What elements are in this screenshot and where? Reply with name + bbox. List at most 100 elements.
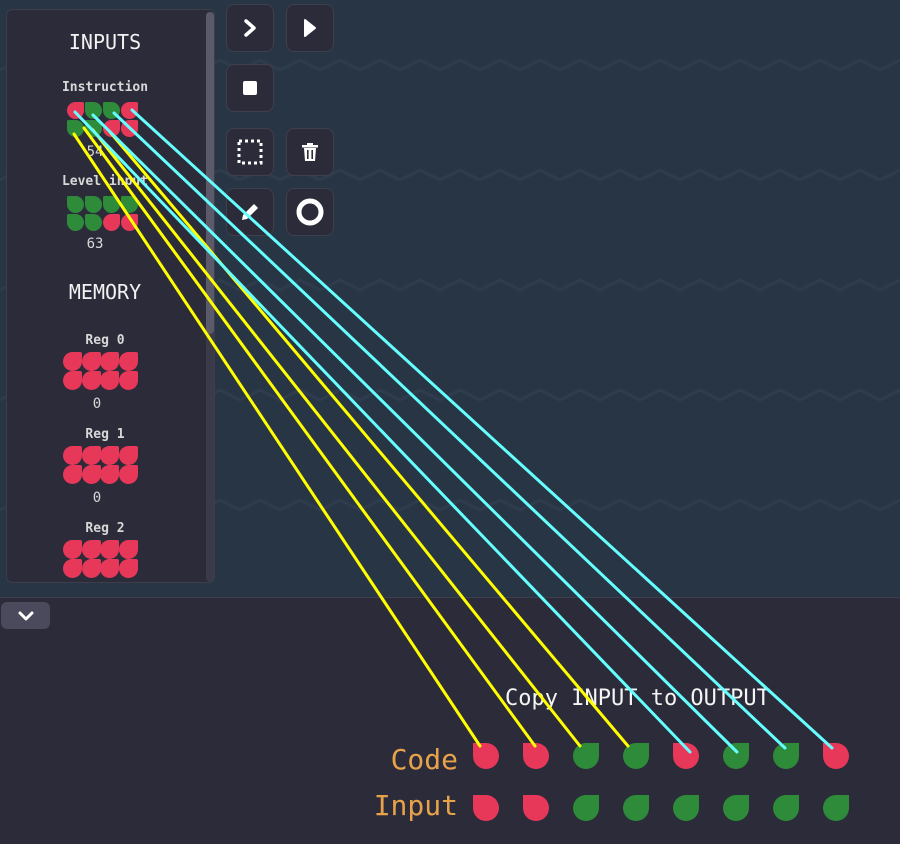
code-bit-shape [473,743,499,769]
select-icon [237,139,263,165]
reg2-bit [118,558,138,578]
input-bit-shape [723,795,749,821]
circle-icon [296,198,324,226]
instruction-bit [103,102,120,119]
reg1-label: Reg 1 [85,427,125,442]
reg1-value: 0 [92,490,102,506]
task-description: Copy INPUT to OUTPUT [505,686,770,711]
reg2-bit [100,558,119,578]
input-bit-shape [673,795,699,821]
reg0-bit [118,370,138,390]
reg0-bit [118,352,138,371]
inputs-title: INPUTS [68,30,142,54]
code-bit-shape [623,743,649,769]
instruction-bit [103,120,120,137]
level-input-bit [67,196,84,213]
reg1-bit [100,464,119,484]
level-input-bit [85,196,102,213]
input-bit-shape [623,795,649,821]
level-input-bit [103,196,120,213]
instruction-label: Instruction [61,80,149,95]
level-input-bit [121,214,138,231]
code-bit [821,741,849,769]
reg0-bit [81,352,101,371]
reg0-bit [100,370,119,390]
memory-title: MEMORY [68,280,142,304]
pencil-icon [242,204,258,220]
level-input-bit [121,196,138,213]
input-bit [621,793,649,821]
chevron-down-icon [18,611,33,620]
input-bit-shape [773,795,799,821]
trash-icon [302,143,318,161]
level-input-bit [103,214,120,231]
panel-scrollbar[interactable] [206,12,214,582]
code-bit-shape [673,743,699,769]
step-icon [244,19,256,37]
panel-scrollbar-thumb[interactable] [206,12,214,334]
level-input-bit [67,214,84,231]
input-bit [771,793,799,821]
code-bit-shape [573,743,599,769]
reg1-bit [100,446,119,465]
input-bit-shape [823,795,849,821]
run-icon [304,19,316,37]
input-bit [721,793,749,821]
code-bit-shape [773,743,799,769]
instruction-bit [85,120,102,137]
reg1-bit [118,446,138,465]
code-bit [571,741,599,769]
input-bit-shape [473,795,499,821]
reg0-label: Reg 0 [85,333,125,348]
code-label: Code [390,743,458,776]
reg2-bit [81,558,101,578]
reg2-label: Reg 2 [85,521,125,536]
reg1-bit [118,464,138,484]
reg2-bit [118,540,138,559]
input-bit [471,793,499,821]
input-bit [821,793,849,821]
stop-icon [243,81,257,95]
code-bit [721,741,749,769]
level-input-label: Level input [61,174,149,189]
instruction-bit [121,102,138,119]
delete-button[interactable] [286,128,334,176]
reg2-bit [63,558,82,578]
reg2-bit [100,540,119,559]
collapse-button[interactable] [1,602,50,629]
reg2-bit [63,540,82,559]
input-bit [521,793,549,821]
side-panel: INPUTS Instruction 54 Level input 63 MEM… [6,9,215,583]
code-bit [671,741,699,769]
reg0-bit [81,370,101,390]
reg1-bit [81,464,101,484]
input-label: Input [373,789,458,822]
instruction-bit [67,120,84,137]
reg1-bit [81,446,101,465]
pencil-button[interactable] [226,188,274,236]
reg0-bit [63,370,82,390]
step-button[interactable] [226,4,274,52]
code-bit [471,741,499,769]
reg0-bit [100,352,119,371]
code-bit [771,741,799,769]
code-bit-shape [823,743,849,769]
run-button[interactable] [286,4,334,52]
stop-button[interactable] [226,64,274,112]
instruction-bit [67,102,84,119]
reg0-bit [63,352,82,371]
reg0-value: 0 [92,396,102,412]
input-bit [571,793,599,821]
code-bit-shape [523,743,549,769]
instruction-bit [121,120,138,137]
level-input-bit [85,214,102,231]
instruction-value: 54 [86,144,104,160]
select-button[interactable] [226,128,274,176]
circle-button[interactable] [286,188,334,236]
level-input-value: 63 [86,236,104,252]
input-bit-shape [523,795,549,821]
reg2-bit [81,540,101,559]
input-bit-shape [573,795,599,821]
input-bit [671,793,699,821]
reg1-bit [63,464,82,484]
